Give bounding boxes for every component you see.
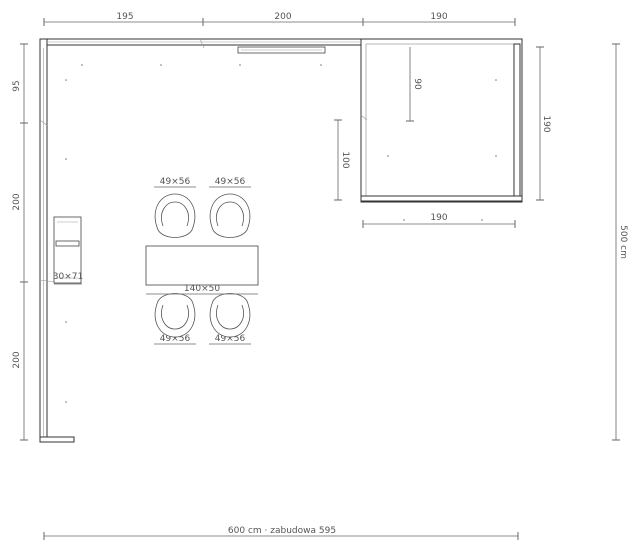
bottom-total-dimension: 600 cm · zabudowa 595 xyxy=(43,526,519,540)
wall-cabinet: 30×71 xyxy=(53,216,83,285)
right-module-depth-dimension: 190 xyxy=(536,46,551,201)
chair: 49×56 xyxy=(209,293,251,345)
dim-right-module-inner: 90 xyxy=(412,78,422,90)
side-panel-dimension: 100 xyxy=(334,119,350,201)
right-module xyxy=(360,38,523,203)
dim-bottom-total: 600 cm · zabudowa 595 xyxy=(228,526,336,536)
dim-left-1: 95 xyxy=(12,80,22,91)
right-total-dimension: 500 cm xyxy=(612,43,628,441)
dim-top-1: 195 xyxy=(116,12,133,22)
chair: 49×56 xyxy=(154,293,196,345)
dim-side-panel: 100 xyxy=(340,151,350,168)
kitchen-walls xyxy=(39,38,364,443)
right-module-inner-dimension: 90 xyxy=(406,47,422,122)
dim-top-2: 200 xyxy=(274,12,291,22)
dining-table: 140×50 xyxy=(145,245,259,295)
dim-top-3: 190 xyxy=(430,12,447,22)
chair-label: 49×56 xyxy=(215,334,246,344)
dim-right-module-bottom: 190 xyxy=(430,213,447,223)
chair-label: 49×56 xyxy=(215,177,246,187)
right-module-bottom-dimension: 190 xyxy=(362,213,516,228)
dim-left-3: 200 xyxy=(12,351,22,368)
chair-label: 49×56 xyxy=(160,177,191,187)
chair-label: 49×56 xyxy=(160,334,191,344)
dim-right-module-depth: 190 xyxy=(541,115,551,132)
grid-dots xyxy=(65,64,497,403)
dim-left-2: 200 xyxy=(12,193,22,210)
range-hood xyxy=(237,46,326,54)
dim-right-total: 500 cm xyxy=(618,225,628,259)
chair: 49×56 xyxy=(209,177,251,238)
left-dimension-chain: 95 200 200 xyxy=(12,43,28,441)
table-label: 140×50 xyxy=(184,284,220,294)
chair: 49×56 xyxy=(154,177,196,238)
top-dimension-chain: 195 200 190 xyxy=(43,12,516,26)
cabinet-label: 30×71 xyxy=(53,272,83,282)
